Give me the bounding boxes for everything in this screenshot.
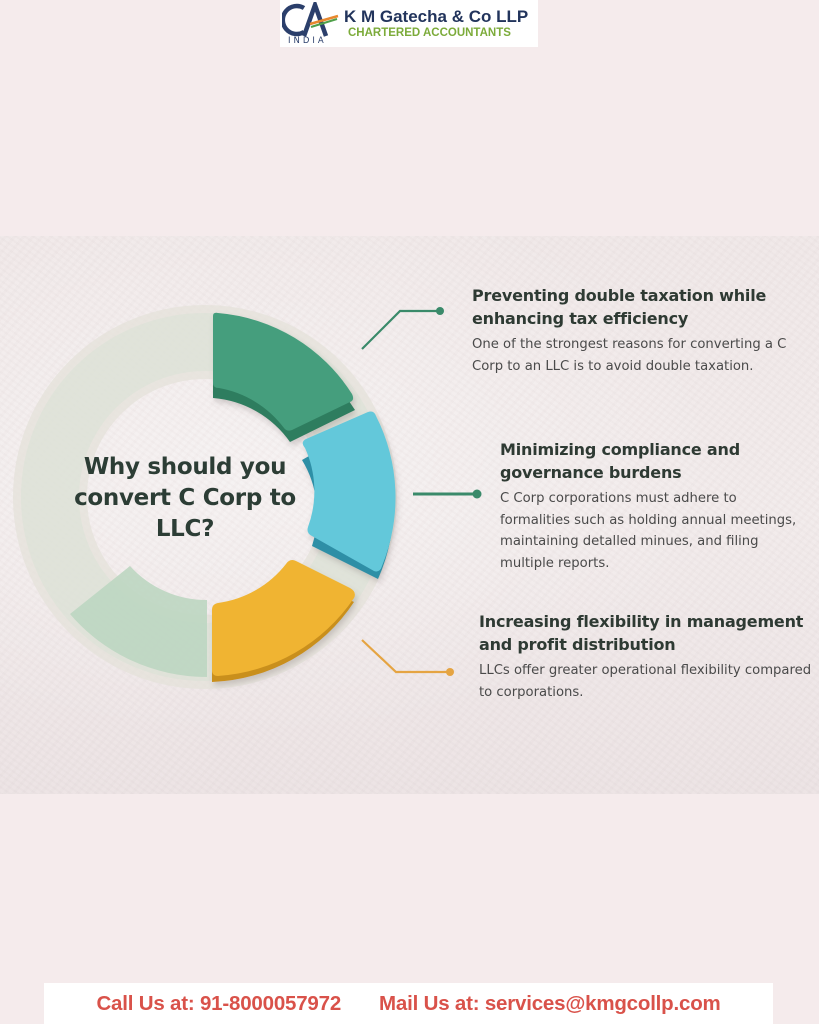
reason-body: C Corp corporations must adhere to forma… [500, 491, 797, 571]
email-contact: Mail Us at: services@kmgcollp.com [379, 991, 721, 1015]
reason-title: Preventing double taxation while enhanci… [472, 286, 767, 328]
segment-yellow [212, 560, 355, 682]
firm-subtitle: CHARTERED ACCOUNTANTS [348, 26, 511, 39]
donut-ring-diagram [13, 305, 482, 689]
reason-title: Minimizing compliance and governance bur… [500, 440, 740, 482]
reason-body: LLCs offer greater operational flexibili… [479, 663, 812, 700]
reason-item-3: Increasing flexibility in management and… [479, 610, 814, 703]
firm-logo: INDIA K M Gatecha & Co LLP CHARTERED ACC… [280, 0, 538, 47]
segment-faded [70, 566, 207, 678]
reason-body: One of the strongest reasons for convert… [472, 337, 787, 374]
infographic-title: Why should you convert C Corp to LLC? [74, 454, 296, 542]
ca-india-logo-icon: INDIA [280, 0, 342, 47]
reason-item-1: Preventing double taxation while enhanci… [472, 284, 802, 377]
segment-green [213, 312, 355, 442]
connector-1 [361, 307, 444, 350]
infographic-panel: Why should you convert C Corp to LLC? Pr… [0, 236, 819, 794]
reason-title: Increasing flexibility in management and… [479, 612, 804, 654]
connector-3 [361, 639, 454, 676]
phone-contact: Call Us at: 91-8000057972 [96, 991, 342, 1015]
segment-cyan [302, 411, 396, 579]
connector-2 [413, 489, 482, 499]
contact-banner: Call Us at: 91-8000057972 Mail Us at: se… [44, 983, 773, 1024]
firm-name: K M Gatecha & Co LLP [344, 6, 529, 26]
logo-country: INDIA [288, 36, 327, 46]
reason-item-2: Minimizing compliance and governance bur… [500, 438, 810, 574]
